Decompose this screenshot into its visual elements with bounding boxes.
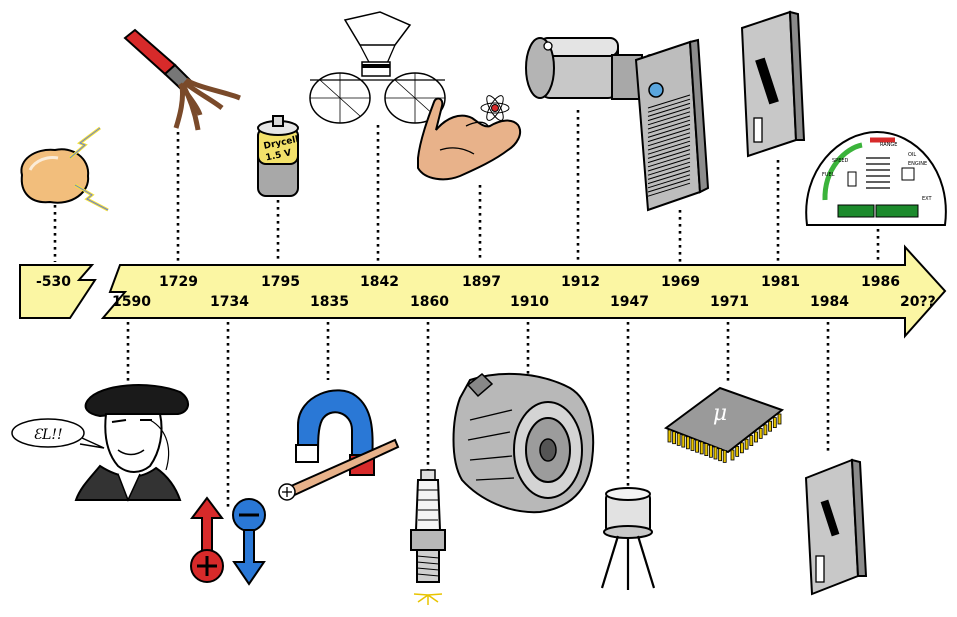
year-label-top: 1969 <box>661 274 700 290</box>
chip-pin <box>722 449 727 463</box>
connector-lines <box>53 110 880 510</box>
vent-line <box>647 140 691 155</box>
transistor-icon <box>600 487 656 590</box>
vent-line <box>647 132 691 147</box>
year-label-top: -530 <box>36 274 71 290</box>
year-label-bottom: 1910 <box>510 294 549 310</box>
year-label-top: 1795 <box>261 274 300 290</box>
year-label-bottom: 1734 <box>210 294 249 310</box>
chip-pin <box>709 444 713 458</box>
year-label-bottom: 1590 <box>112 294 151 310</box>
chip-pin <box>763 424 768 436</box>
year-label-top: 1912 <box>561 274 600 290</box>
dash-label: FUEL <box>822 172 835 178</box>
chip-pin <box>690 438 695 451</box>
vent-line <box>647 157 691 172</box>
vent-line <box>647 123 691 138</box>
vent-line <box>647 115 691 130</box>
chip-pin <box>667 429 672 443</box>
chip-pin <box>699 441 704 455</box>
year-label-top: 1842 <box>360 274 399 290</box>
chip-pin <box>744 438 749 450</box>
gilbert-portrait-icon: ƐL!! <box>11 384 189 502</box>
hand-electron-icon <box>417 95 522 181</box>
arrow-left-segment <box>19 264 97 319</box>
drycell-battery-icon: Drycell 1.5 V <box>257 115 300 197</box>
chip-pin <box>777 413 782 425</box>
year-label-bottom: 1860 <box>410 294 449 310</box>
microchip-icon: μ <box>663 386 785 463</box>
vent-line <box>647 153 691 168</box>
year-label-top: 1986 <box>861 274 900 290</box>
charges-icon <box>190 496 266 586</box>
chip-pin <box>718 448 722 462</box>
chip-pin <box>686 436 690 450</box>
timeline-arrow <box>19 244 947 339</box>
dash-label: OIL <box>908 152 916 158</box>
vent-line <box>647 161 691 176</box>
dash-label: SPEED <box>832 158 849 164</box>
chip-pin <box>772 417 777 429</box>
chip-pin <box>754 431 758 443</box>
chip-pin <box>713 446 718 460</box>
year-label-bottom: 1835 <box>310 294 349 310</box>
chip-pin <box>704 443 709 457</box>
manual-book-icon <box>804 458 868 596</box>
vent-line <box>647 107 691 122</box>
arrow-right-segment <box>100 244 947 339</box>
chip-pin <box>730 449 735 461</box>
chip-pin <box>740 442 744 454</box>
control-module-icon <box>634 38 710 212</box>
year-label-top: 1729 <box>159 274 198 290</box>
chip-pin <box>676 432 681 446</box>
chip-pin <box>749 435 754 447</box>
amber-lightning-icon <box>20 126 109 212</box>
dash-label: RANGE <box>880 142 897 148</box>
spark-plug-icon <box>410 469 446 605</box>
carriage-icon <box>309 11 446 124</box>
service-manual-icon <box>740 10 806 158</box>
speech-bubble-text: ƐL!! <box>33 427 62 443</box>
year-label-top: 1981 <box>761 274 800 290</box>
chip-pin <box>681 434 686 448</box>
bottom-year-labels: 1590 1734 1835 1860 1910 1947 1971 1984 … <box>112 294 936 310</box>
vent-line <box>647 111 691 126</box>
dash-label: EXT <box>922 196 932 202</box>
conductor-wire-icon <box>123 28 241 131</box>
top-year-labels: -530 1729 1795 1842 1897 1912 1969 1981 … <box>36 274 900 290</box>
digital-dashboard-icon: SPEED RANGE OIL ENGINE FUEL EXT <box>805 130 947 226</box>
chip-pin <box>758 427 763 439</box>
future-year-label: 20?? <box>900 294 936 310</box>
vent-line <box>647 102 691 117</box>
year-label-bottom: 1971 <box>710 294 749 310</box>
vent-line <box>647 94 691 109</box>
vent-line <box>647 98 691 113</box>
year-label-bottom: 1984 <box>810 294 849 310</box>
chip-pin <box>735 445 740 457</box>
vent-line <box>647 144 691 159</box>
vent-line <box>647 136 691 151</box>
vent-line <box>647 149 691 164</box>
vent-line <box>647 170 691 185</box>
chip-pin <box>695 439 699 453</box>
horseshoe-magnet-icon <box>278 389 400 501</box>
chip-symbol: μ <box>713 401 727 426</box>
alternator-icon <box>452 372 595 514</box>
vent-line <box>647 165 691 180</box>
dash-label: ENGINE <box>908 161 927 167</box>
chip-pin <box>672 431 676 445</box>
year-label-top: 1897 <box>462 274 501 290</box>
year-label-bottom: 1947 <box>610 294 649 310</box>
vent-line <box>647 182 691 197</box>
vent-line <box>647 128 691 143</box>
vent-line <box>647 178 691 193</box>
chip-pin <box>768 420 772 432</box>
vent-line <box>647 174 691 189</box>
vent-line <box>647 119 691 134</box>
